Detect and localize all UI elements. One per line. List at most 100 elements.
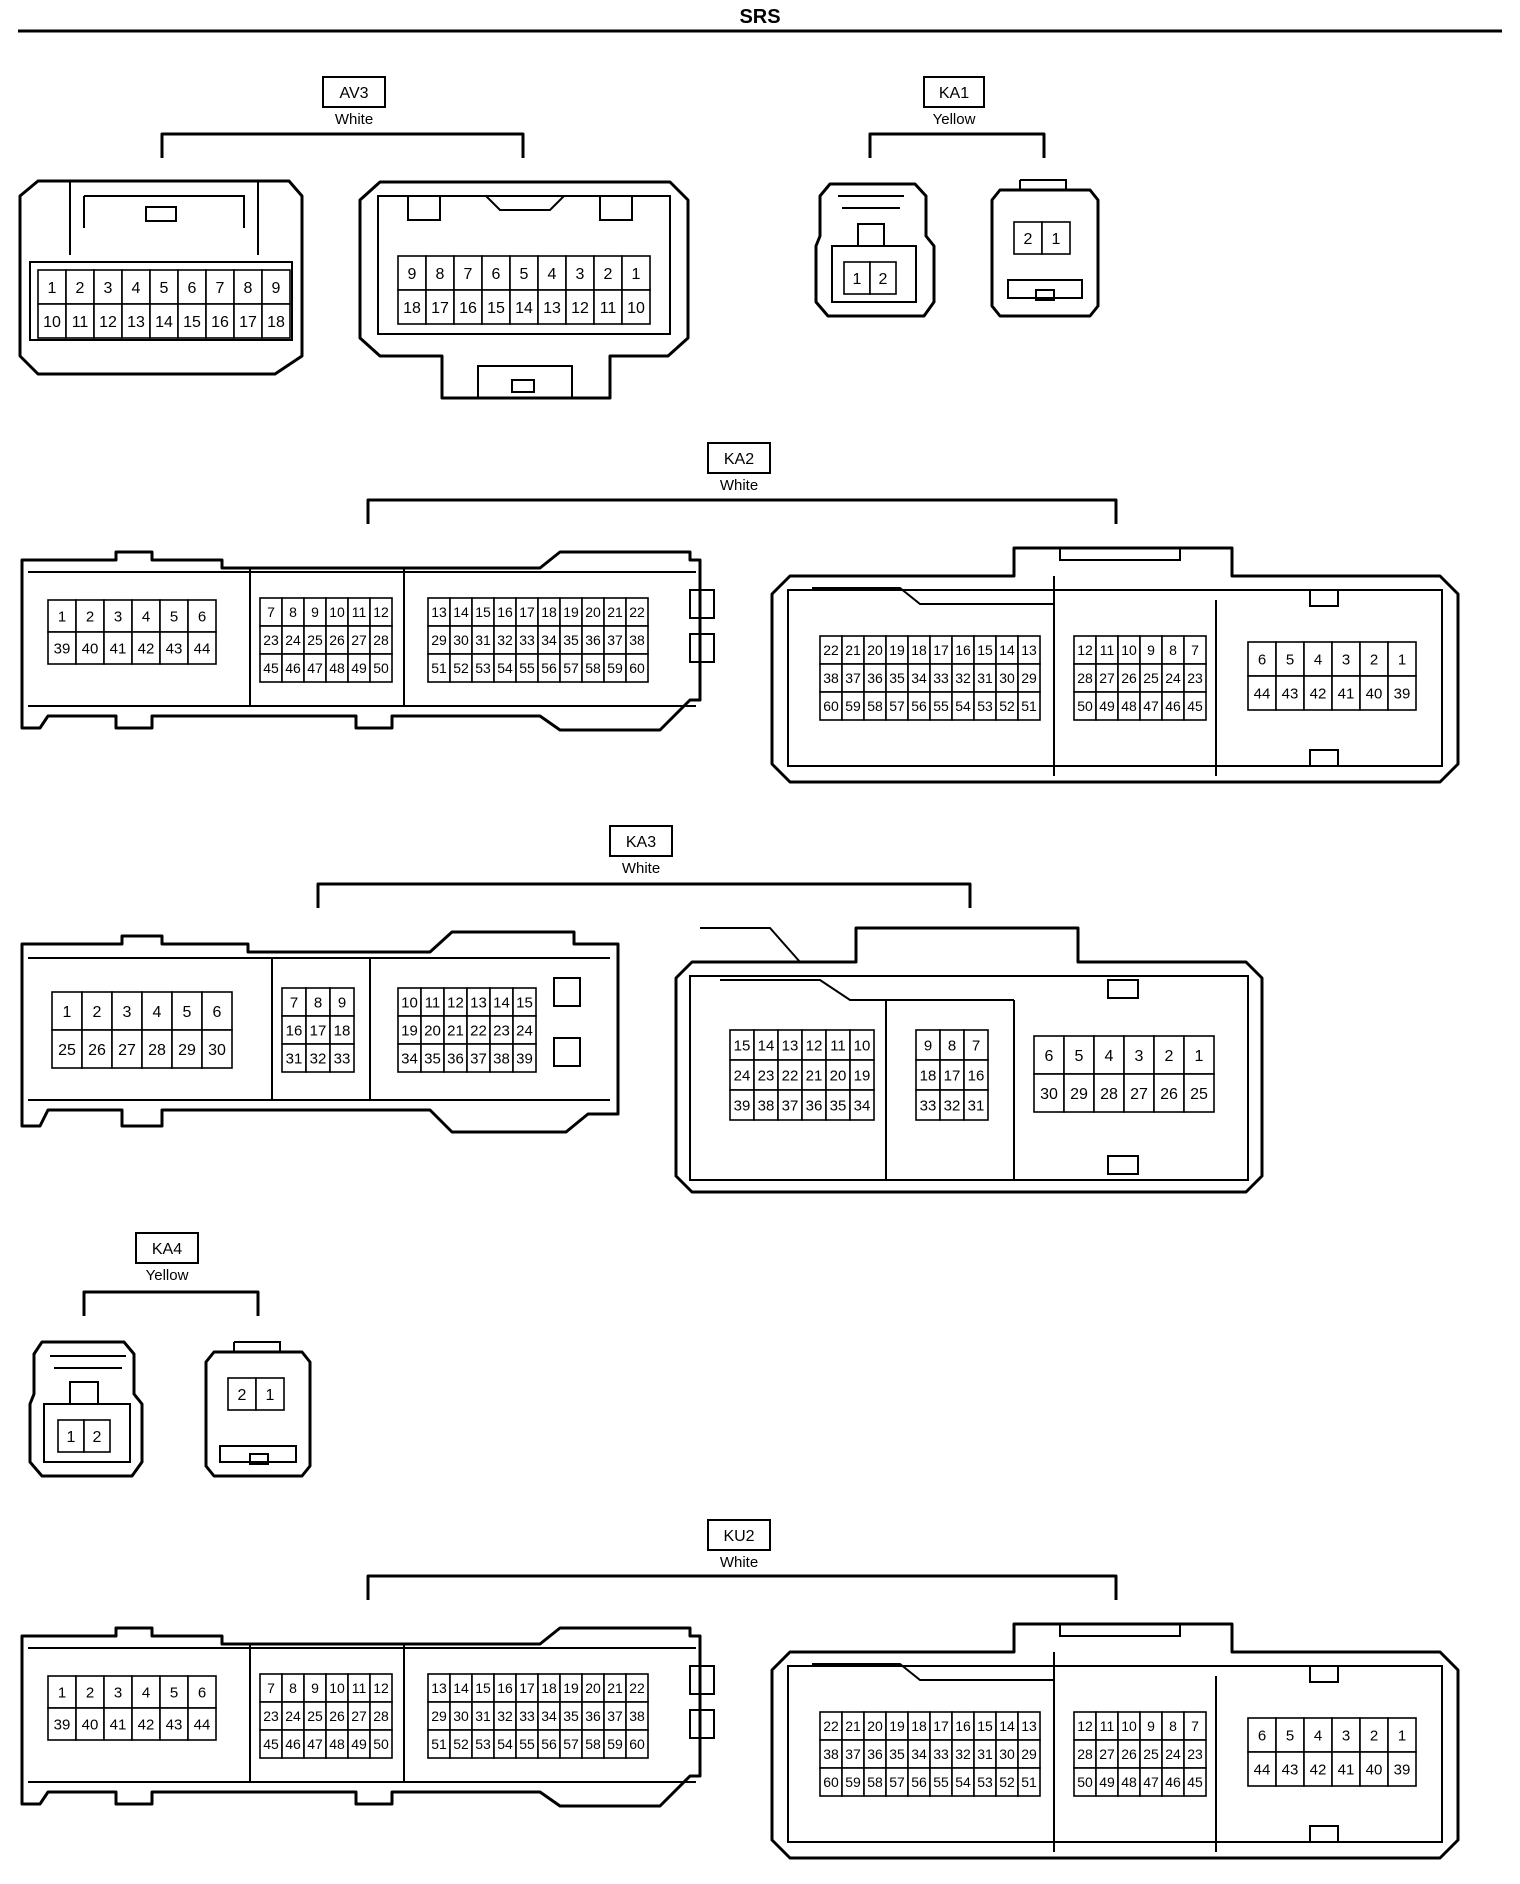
connector-housing-female [674, 926, 1264, 1194]
pin-number: 3 [1135, 1048, 1144, 1065]
connector-label-box [609, 825, 673, 857]
pin-number: 17 [310, 1022, 327, 1039]
pin-number: 7 [267, 604, 275, 620]
pin-number: 8 [948, 1037, 956, 1054]
pin-number: 1 [1195, 1048, 1204, 1065]
pin-number: 38 [823, 670, 839, 686]
pin-cell [261, 269, 291, 305]
pin-number: 11 [830, 1037, 846, 1054]
pin-number: 14 [999, 642, 1015, 658]
pin-cell [565, 255, 595, 291]
pin-cell [201, 1029, 233, 1069]
pin-number: 20 [424, 1022, 441, 1039]
pin-number: 41 [1338, 1761, 1355, 1778]
pin-number: 39 [54, 640, 71, 657]
pin-number: 9 [1147, 642, 1155, 658]
pin-number: 58 [585, 660, 601, 676]
pin-number: 56 [911, 1774, 927, 1790]
pin-cell [131, 1707, 161, 1741]
pin-number: 28 [373, 632, 389, 648]
pin-number: 10 [1121, 642, 1137, 658]
pin-number: 50 [1077, 1774, 1093, 1790]
pin-cell [729, 1089, 755, 1121]
pin-number: 1 [632, 266, 641, 283]
pin-number: 6 [213, 1004, 222, 1021]
pin-cell [1183, 691, 1207, 721]
pin-number: 14 [493, 994, 510, 1011]
connector-label-box [135, 1232, 199, 1264]
pin-number: 2 [86, 1684, 94, 1701]
pin-number: 50 [373, 1736, 389, 1752]
pin-number: 17 [933, 1718, 949, 1734]
pin-number: 21 [845, 1718, 861, 1734]
pin-number: 1 [67, 1429, 76, 1446]
pin-cell [801, 1059, 827, 1091]
pin-cell [201, 991, 233, 1031]
pin-number: 1 [63, 1004, 72, 1021]
pin-number: 8 [1169, 1718, 1177, 1734]
pin-cell [255, 1377, 285, 1411]
pin-number: 16 [955, 1718, 971, 1734]
pin-number: 15 [977, 642, 993, 658]
pin-number: 41 [110, 1716, 127, 1733]
pin-number: 40 [1366, 685, 1383, 702]
pin-number: 12 [373, 1680, 389, 1696]
connector-label: KU2 [723, 1528, 754, 1545]
pin-number: 11 [1100, 1718, 1115, 1734]
pin-cell [1017, 1767, 1041, 1797]
pin-number: 41 [1338, 685, 1355, 702]
pin-cell [1359, 1751, 1389, 1787]
pin-number: 5 [170, 608, 178, 625]
pin-number: 14 [453, 1680, 469, 1696]
pin-cell [1387, 1717, 1417, 1753]
pin-number: 26 [1121, 1746, 1137, 1762]
pin-number: 14 [453, 604, 469, 620]
pin-number: 6 [1258, 651, 1266, 668]
pin-cell [625, 1729, 649, 1759]
pin-number: 26 [1160, 1086, 1178, 1103]
pin-number: 25 [307, 1708, 323, 1724]
pin-number: 4 [142, 608, 150, 625]
page-title: SRS [739, 6, 780, 28]
connector-label-box [923, 76, 985, 108]
pin-cell [261, 303, 291, 339]
pin-number: 57 [889, 698, 905, 714]
pin-cell [329, 1043, 355, 1073]
pin-number: 20 [867, 642, 883, 658]
pin-number: 42 [138, 1716, 155, 1733]
pin-number: 9 [311, 1680, 319, 1696]
pin-number: 6 [1258, 1727, 1266, 1744]
pin-cell [1359, 641, 1389, 677]
pin-number: 23 [758, 1067, 775, 1084]
pin-number: 28 [148, 1042, 166, 1059]
pin-number: 12 [373, 604, 389, 620]
pin-number: 29 [1070, 1086, 1088, 1103]
pin-number: 32 [497, 632, 513, 648]
pin-number: 26 [88, 1042, 106, 1059]
pin-number: 38 [823, 1746, 839, 1762]
pin-number: 22 [470, 1022, 487, 1039]
pin-cell [83, 1419, 111, 1453]
pin-number: 32 [497, 1708, 513, 1724]
pin-number: 15 [977, 1718, 993, 1734]
pin-number: 47 [307, 660, 323, 676]
pin-number: 51 [1021, 698, 1037, 714]
pin-number: 10 [329, 1680, 345, 1696]
pin-number: 31 [475, 632, 491, 648]
pin-cell [369, 653, 393, 683]
pin-number: 17 [519, 604, 535, 620]
pin-number: 29 [1021, 1746, 1037, 1762]
connector-housing-female [770, 546, 1460, 784]
pin-number: 34 [541, 1708, 557, 1724]
pin-number: 16 [968, 1067, 985, 1084]
pin-number: 53 [977, 1774, 993, 1790]
pin-number: 37 [845, 670, 861, 686]
pin-number: 48 [329, 660, 345, 676]
